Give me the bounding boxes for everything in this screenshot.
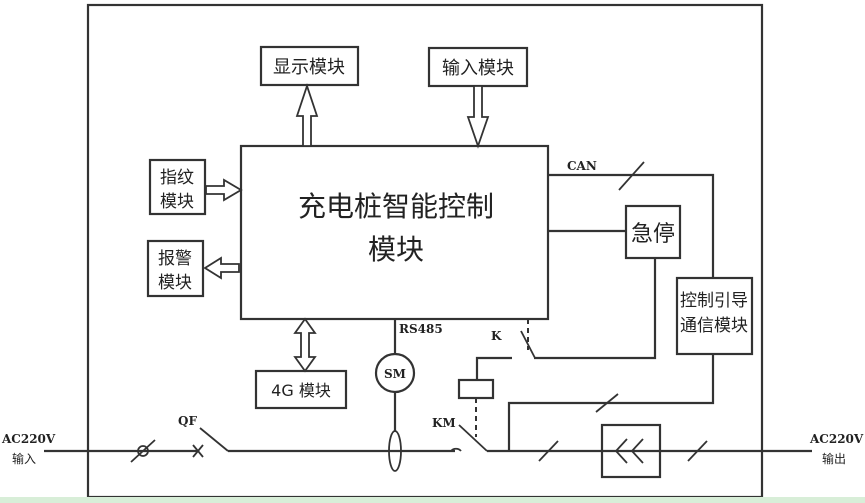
km-coil	[457, 378, 495, 400]
km-contact-line	[458, 424, 488, 452]
rs485-label: RS485	[399, 322, 443, 336]
display-module-label: 显示模块	[273, 57, 345, 78]
output-text-label: 输出	[822, 451, 846, 466]
control-pilot-label-line2: 通信模块	[680, 316, 748, 336]
bottom-strip	[0, 497, 865, 503]
smart-meter-label: SM	[384, 367, 406, 381]
output-line-slash-1	[538, 440, 559, 462]
input-fuse-icon	[130, 439, 156, 463]
contactor-km-label: KM	[432, 416, 456, 430]
input-module-label: 输入模块	[442, 58, 514, 79]
fingerprint-module-label-line2: 模块	[160, 192, 194, 212]
alarm-arrow-icon	[203, 256, 240, 280]
input-voltage-label: AC220V	[1, 432, 56, 446]
pilot-signal-slash	[595, 393, 619, 413]
alarm-module-label-line2: 模块	[158, 273, 192, 293]
main-block-label-line2: 模块	[368, 233, 424, 266]
fingerprint-module: 指纹 模块	[148, 158, 207, 216]
4g-module: 4G 模块	[254, 369, 348, 410]
emergency-stop-label: 急停	[631, 222, 675, 247]
breaker-qf-label: QF	[178, 414, 197, 428]
alarm-module: 报警 模块	[146, 239, 205, 298]
qf-cross-icon	[192, 444, 204, 458]
input-text-label: 输入	[12, 451, 36, 466]
input-module: 输入模块	[427, 46, 529, 88]
km-terminal-icon	[450, 447, 462, 452]
charging-connector-icon	[600, 423, 662, 479]
can-bus-slash	[618, 161, 645, 191]
can-bus-line	[548, 173, 715, 278]
fingerprint-module-label-line1: 指纹	[160, 168, 194, 188]
can-label: CAN	[567, 159, 597, 173]
estop-to-k-line	[534, 258, 657, 360]
qf-breaker-contact	[199, 427, 229, 452]
smart-meter: SM	[374, 352, 416, 394]
control-pilot-label-line1: 控制引导	[680, 291, 748, 311]
k-to-coil-line	[475, 356, 512, 380]
main-control-block: 充电桩智能控制 模块	[239, 144, 550, 321]
control-pilot-module: 控制引导 通信模块	[675, 276, 754, 356]
output-voltage-label: AC220V	[809, 432, 864, 446]
emergency-stop-module: 急停	[624, 204, 682, 260]
relay-k-label: K	[491, 329, 502, 343]
main-block-label-line1: 充电桩智能控制	[298, 190, 494, 223]
4g-double-arrow-icon	[293, 317, 317, 373]
display-arrow-icon	[295, 83, 319, 147]
output-line-slash-2	[687, 440, 708, 462]
pilot-signal-line	[507, 354, 715, 451]
display-module: 显示模块	[259, 45, 360, 87]
fingerprint-arrow-icon	[205, 178, 243, 202]
alarm-module-label-line1: 报警	[158, 249, 192, 269]
input-arrow-icon	[466, 85, 490, 149]
k-relay-contact-line	[520, 330, 536, 359]
4g-module-label: 4G 模块	[271, 381, 331, 400]
